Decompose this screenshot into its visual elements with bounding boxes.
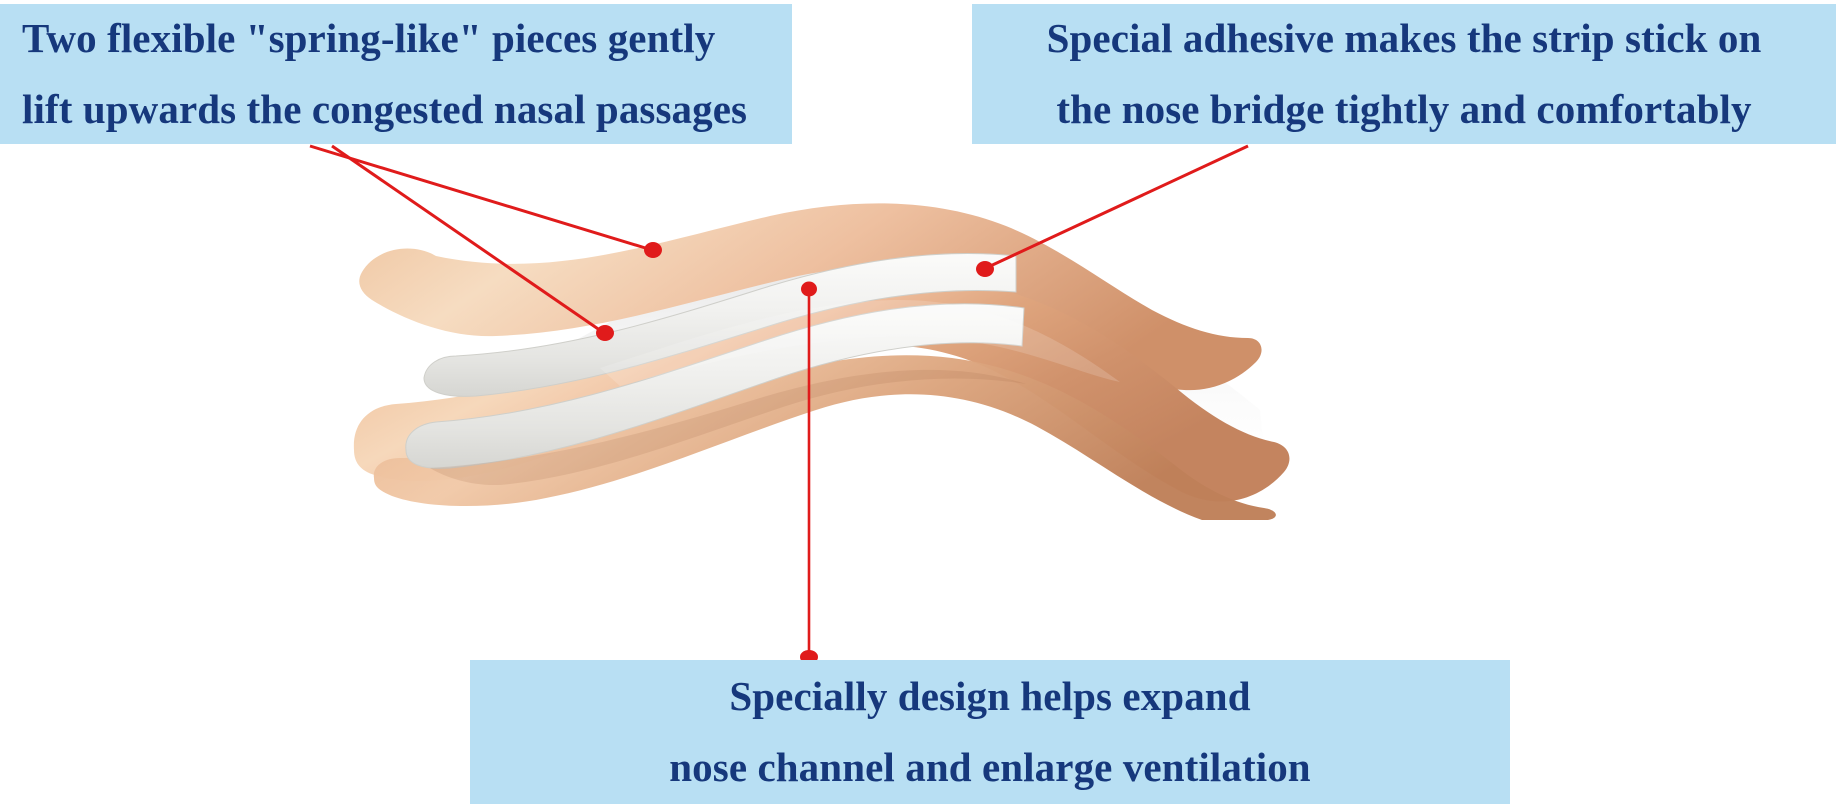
nasal-strip-photo: [300, 160, 1310, 520]
leader-upper-spring: [309, 144, 662, 258]
leader-nose-channel: [800, 281, 818, 664]
adhesive-callout-line-1: Special adhesive makes the strip stick o…: [1046, 15, 1762, 62]
adhesive-callout-line-2: the nose bridge tightly and comfortably: [1056, 86, 1752, 132]
spring-pieces-callout-line-1: Two flexible "spring-like" pieces gently: [22, 15, 716, 62]
design-callout-line-2: nose channel and enlarge ventilation: [669, 744, 1311, 790]
adhesive-callout: Special adhesive makes the strip stick o…: [972, 4, 1836, 144]
leader-adhesive: [976, 144, 1249, 277]
design-callout: Specially design helps expand nose chann…: [470, 660, 1510, 804]
leader-lower-spring: [331, 144, 614, 341]
spring-pieces-callout-line-2: lift upwards the congested nasal passage…: [22, 86, 748, 132]
spring-pieces-callout: Two flexible "spring-like" pieces gently…: [0, 4, 792, 144]
design-callout-line-1: Specially design helps expand: [729, 673, 1251, 720]
